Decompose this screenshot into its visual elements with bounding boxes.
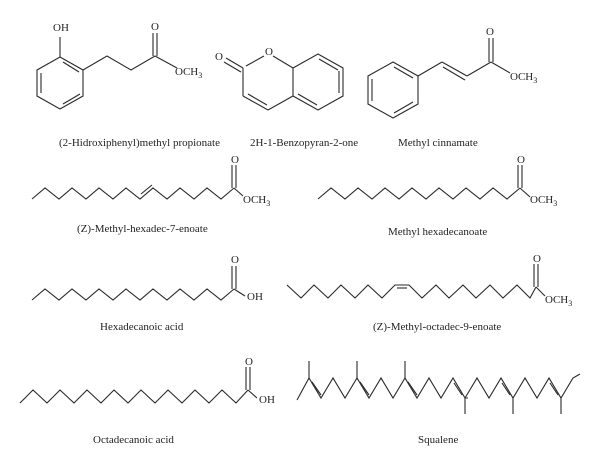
compound-caption: 2H-1-Benzopyran-2-one (250, 137, 358, 149)
compound-caption: Methyl hexadecanoate (388, 226, 487, 238)
compound-coumarin: O O 2H-1-Benzopyran-2-one (215, 46, 358, 149)
carbonyl-oxygen-label: O (517, 154, 525, 166)
methoxy-label: OCH3 (545, 294, 572, 308)
carbonyl-oxygen-label: O (245, 356, 253, 368)
carbonyl-oxygen-label: O (151, 21, 159, 33)
compound-squalene: Squalene (296, 361, 581, 446)
benzene-ring (36, 56, 84, 110)
compound-hydroxyphenyl-propionate: OH O OCH3 (2-Hidroxiphenyl)methyl propio… (36, 21, 220, 149)
compound-methyl-hexadecenoate: O OCH3 (Z)-Methyl-hexadec-7-enoate (31, 154, 270, 235)
compound-caption: (Z)-Methyl-octadec-9-enoate (373, 321, 501, 333)
compound-caption: Squalene (418, 434, 458, 446)
compound-hexadecanoic-acid: O OH Hexadecanoic acid (31, 254, 263, 333)
methoxy-label: OCH3 (175, 66, 202, 80)
carbonyl-oxygen-label: O (231, 254, 239, 266)
carbonyl-oxygen-label: O (231, 154, 239, 166)
compound-octadecanoic-acid: O OH Octadecanoic acid (19, 356, 275, 446)
compound-caption: Methyl cinnamate (398, 137, 478, 149)
compound-caption: (Z)-Methyl-hexadec-7-enoate (77, 223, 208, 235)
carbonyl-oxygen-label: O (533, 253, 541, 265)
compound-caption: (2-Hidroxiphenyl)methyl propionate (59, 137, 220, 149)
compound-methyl-cinnamate: O OCH3 Methyl cinnamate (367, 26, 537, 149)
methoxy-label: OCH3 (243, 194, 270, 208)
compound-methyl-hexadecanoate: O OCH3 Methyl hexadecanoate (317, 154, 557, 238)
compound-caption: Octadecanoic acid (93, 434, 174, 446)
methoxy-label: OCH3 (530, 194, 557, 208)
hydroxyl-label: OH (53, 22, 69, 34)
carbonyl-oxygen-label: O (215, 51, 223, 63)
methoxy-label: OCH3 (510, 71, 537, 85)
ring-oxygen-label: O (265, 46, 273, 58)
compound-caption: Hexadecanoic acid (100, 321, 184, 333)
compound-methyl-octadecenoate: O OCH3 (Z)-Methyl-octadec-9-enoate (286, 253, 572, 333)
carbonyl-oxygen-label: O (486, 26, 494, 38)
acid-oh-label: OH (259, 394, 275, 406)
acid-oh-label: OH (247, 291, 263, 303)
